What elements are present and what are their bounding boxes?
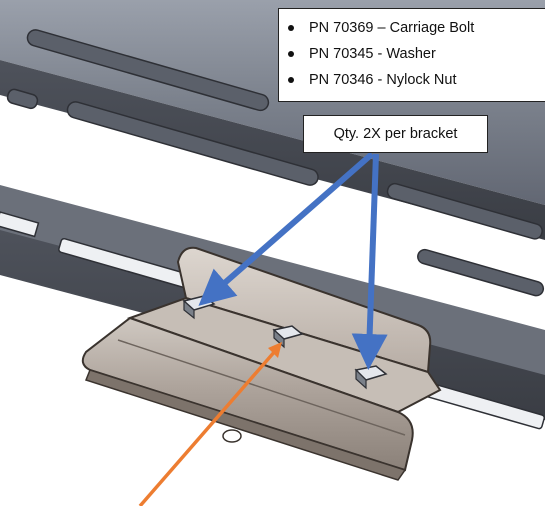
orange-arrow <box>138 342 282 506</box>
bullet-icon <box>288 51 294 57</box>
blue-arrow-right <box>351 153 388 370</box>
quantity-callout: Qty. 2X per bracket <box>303 115 488 153</box>
parts-list-callout: PN 70369 – Carriage Bolt PN 70345 - Wash… <box>278 8 545 102</box>
parts-list: PN 70369 – Carriage Bolt PN 70345 - Wash… <box>279 15 545 93</box>
parts-list-item: PN 70346 - Nylock Nut <box>288 67 545 93</box>
bullet-icon <box>288 77 294 83</box>
part-label-nylock-nut: PN 70346 - Nylock Nut <box>309 72 457 88</box>
blue-arrow-left <box>198 151 374 306</box>
part-label-washer: PN 70345 - Washer <box>309 46 436 62</box>
parts-list-item: PN 70345 - Washer <box>288 41 545 67</box>
parts-list-item: PN 70369 – Carriage Bolt <box>288 15 545 41</box>
bullet-icon <box>288 25 294 31</box>
part-label-carriage-bolt: PN 70369 – Carriage Bolt <box>309 20 475 36</box>
